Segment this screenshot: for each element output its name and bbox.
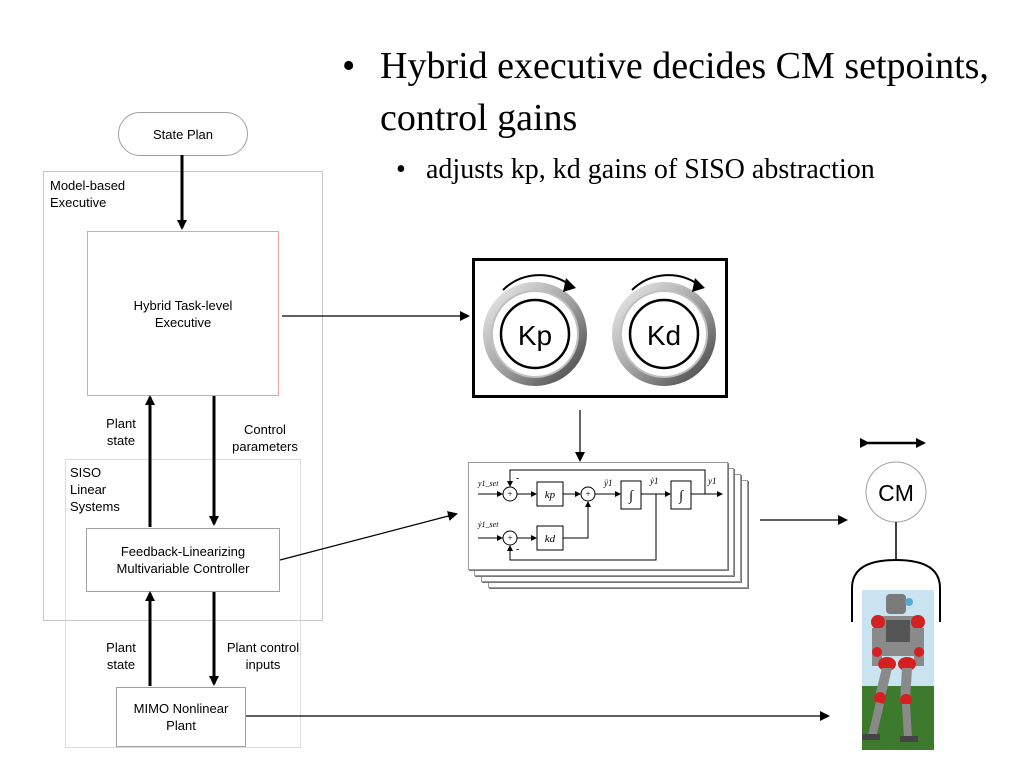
bullet-level2-text: adjusts kp, kd gains of SISO abstraction	[426, 154, 875, 185]
siso-linear-systems-label: SISO Linear Systems	[70, 465, 120, 514]
feedback-controller-label: Feedback-Linearizing Multivariable Contr…	[116, 544, 250, 576]
state-plan-label: State Plan	[153, 126, 213, 142]
bullet-level1: • Hybrid executive decides CM setpoints, …	[340, 40, 1020, 144]
siso-abstraction-stack	[468, 462, 758, 592]
hybrid-executive-box: Hybrid Task-level Executive	[87, 231, 279, 396]
bullet-level1-text: Hybrid executive decides CM setpoints, c…	[380, 45, 989, 139]
plant-control-inputs-label: Plant control inputs	[226, 640, 300, 672]
y1-dot-set-label: ẏ1_set	[477, 520, 499, 529]
bullet-dot: •	[342, 45, 356, 87]
siso-block-diagram: y1_set + - kp + ÿ1 ∫ ẏ1 ∫ y1 ẏ1_set + - …	[477, 469, 723, 561]
integrator-2-symbol: ∫	[678, 489, 684, 504]
kp-block	[536, 481, 564, 507]
arrow-controller-to-siso	[279, 511, 458, 561]
kd-block-label: kd	[545, 533, 556, 545]
feedback-controller-box: Feedback-Linearizing Multivariable Contr…	[86, 528, 280, 592]
control-parameters-label: Control parameters	[232, 422, 298, 454]
hybrid-executive-label: Hybrid Task-level Executive	[133, 297, 233, 330]
kd-knob-label: Kd	[647, 320, 681, 351]
stack-page-front	[468, 462, 728, 570]
cm-bracket	[851, 558, 941, 622]
kp-knob-label: Kp	[518, 320, 552, 351]
sum1-minus: -	[516, 473, 519, 484]
cm-label: CM	[878, 480, 914, 506]
y1-ddot-label: ÿ1	[603, 478, 613, 488]
kp-block-label: kp	[545, 489, 556, 501]
sum1-plus: +	[507, 489, 512, 499]
integrator-1-symbol: ∫	[628, 489, 634, 504]
y1-dot-label: ẏ1	[649, 476, 659, 486]
state-plan-node: State Plan	[118, 112, 248, 156]
y1-output-label: y1	[707, 476, 717, 486]
sum2-plus: +	[585, 489, 590, 499]
humanoid-robot-figure	[862, 594, 925, 742]
mimo-plant-label: MIMO Nonlinear Plant	[133, 701, 229, 733]
sum3-plus: +	[507, 533, 512, 543]
kp-knob	[483, 274, 587, 386]
siso-linear-systems-frame	[65, 459, 301, 748]
bullet-list: • Hybrid executive decides CM setpoints, …	[340, 40, 1020, 190]
y1-set-label: y1_set	[477, 479, 499, 488]
integrator-2	[670, 480, 692, 510]
model-based-executive-label: Model-based Executive	[50, 178, 126, 210]
kd-knob	[612, 274, 716, 386]
plant-state-upper-label: Plant state	[106, 416, 136, 448]
integrator-1	[620, 480, 642, 510]
bullet-dot: •	[396, 154, 406, 185]
bullet-level2: • adjusts kp, kd gains of SISO abstractio…	[340, 150, 1020, 190]
sum3-minus: -	[516, 544, 519, 555]
plant-state-lower-label: Plant state	[106, 640, 136, 672]
mimo-plant-box: MIMO Nonlinear Plant	[116, 687, 246, 747]
